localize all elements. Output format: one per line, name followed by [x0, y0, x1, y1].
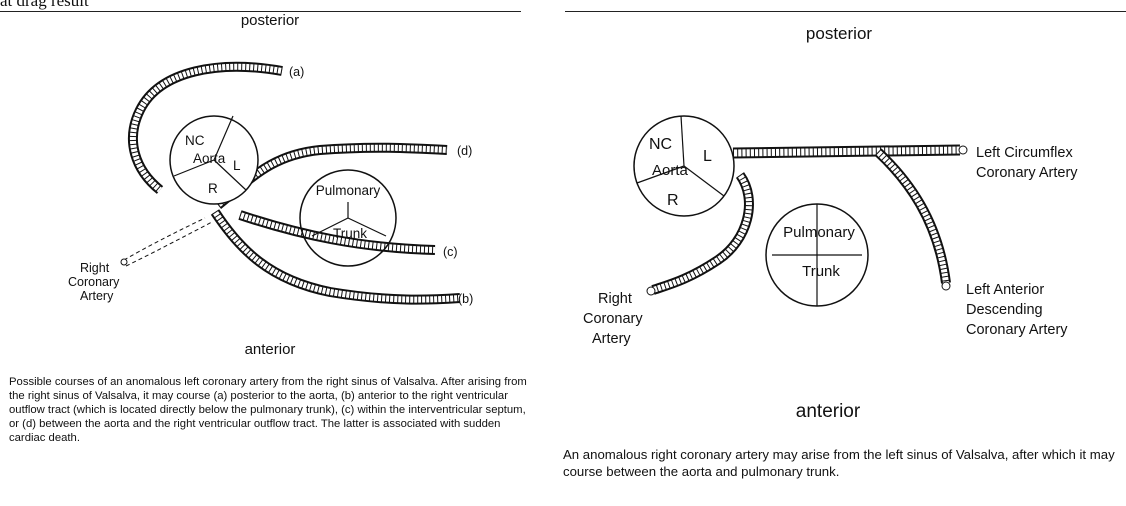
right-diagram: posterior anterior Left Circumflex Coron… — [583, 24, 1078, 422]
right-figure-caption: An anomalous right coronary artery may a… — [563, 447, 1115, 479]
lad-label-line1: Left Anterior — [966, 282, 1044, 298]
aorta-r-label: R — [208, 181, 218, 196]
course-a-label: (a) — [289, 65, 304, 79]
right-coronary-label-line1: Right — [598, 291, 632, 307]
course-b-label: (b) — [458, 292, 473, 306]
clipped-text-fragment: at drag result — [0, 0, 89, 10]
lad-label-line3: Coronary Artery — [966, 322, 1068, 338]
right-coronary-label-line3: Artery — [592, 331, 631, 347]
left-circumflex-label-line2: Coronary Artery — [976, 165, 1078, 181]
anterior-label: anterior — [245, 341, 296, 358]
pulmonary-trunk-circle — [299, 169, 397, 267]
pulmonary-label: Pulmonary — [316, 183, 381, 198]
right-figure: posterior anterior Left Circumflex Coron… — [548, 0, 1126, 506]
aorta-l-label: L — [703, 148, 712, 165]
pulmonary-label: Pulmonary — [783, 224, 855, 241]
top-rule-left — [0, 11, 521, 12]
left-anterior-descending-artery — [874, 148, 951, 291]
right-coronary-label-line1: Right — [80, 261, 110, 275]
artery-course-c — [238, 210, 436, 255]
aorta-circle — [169, 115, 259, 205]
aorta-nc-label: NC — [649, 136, 672, 153]
left-figure: posterior anterior (a) (d) (c) ( — [0, 0, 548, 506]
pulmonary-trunk-circle — [765, 203, 869, 307]
right-coronary-label-line2: Coronary — [583, 311, 643, 327]
right-coronary-dashed — [120, 217, 213, 267]
left-circumflex-artery — [732, 144, 968, 159]
posterior-label: posterior — [241, 12, 299, 29]
artery-course-b — [210, 209, 461, 305]
course-d-label: (d) — [457, 144, 472, 158]
artery-course-a — [127, 61, 283, 194]
top-rule-right — [565, 11, 1126, 12]
course-c-label: (c) — [443, 245, 458, 259]
lad-label-line2: Descending — [966, 302, 1043, 318]
trunk-label: Trunk — [333, 226, 367, 241]
aorta-nc-label: NC — [185, 133, 205, 148]
trunk-label: Trunk — [802, 263, 840, 280]
aorta-r-label: R — [667, 192, 679, 209]
anomalous-right-coronary-artery — [646, 172, 754, 296]
left-figure-caption: Possible courses of an anomalous left co… — [9, 376, 527, 444]
aorta-label: Aorta — [652, 162, 689, 179]
aorta-label: Aorta — [193, 151, 226, 166]
anterior-label: anterior — [796, 401, 861, 422]
posterior-label: posterior — [806, 24, 872, 43]
aorta-l-label: L — [233, 158, 241, 173]
left-diagram: posterior anterior (a) (d) (c) ( — [68, 12, 473, 358]
left-circumflex-label-line1: Left Circumflex — [976, 145, 1073, 161]
right-coronary-label-line2: Coronary — [68, 275, 120, 289]
right-coronary-label-line3: Artery — [80, 289, 114, 303]
aorta-circle — [633, 115, 735, 217]
